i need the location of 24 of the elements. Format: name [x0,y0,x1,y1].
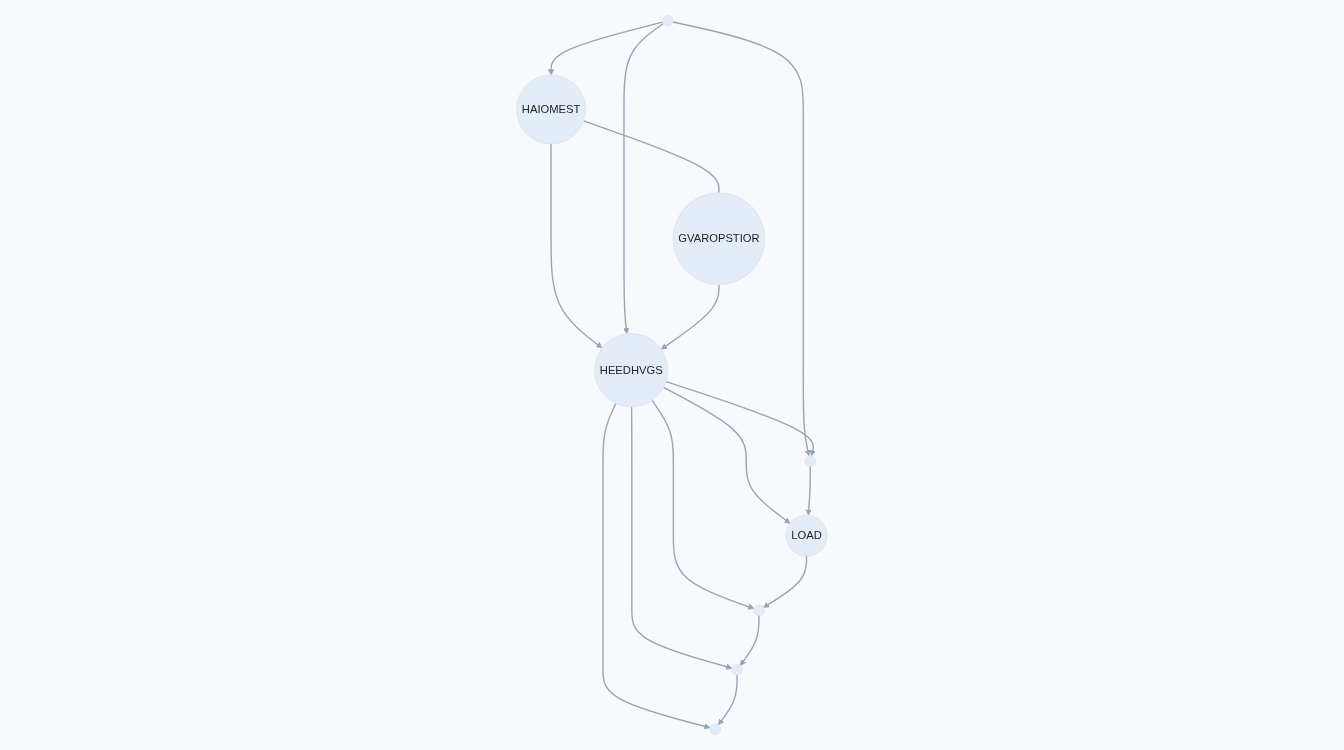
arrow [718,674,738,726]
node-circle [753,604,765,616]
arrow [763,555,808,608]
arrow [661,283,720,350]
arrow [623,23,665,335]
node-circle [709,723,722,735]
arrow [665,380,816,457]
arrow [663,386,791,524]
node-circle: LOAD [785,514,828,557]
node-circle [662,15,674,27]
arrow [805,465,812,516]
node-circle: GVAROPSTIOR [672,192,766,285]
node-circle: HAIOMEST [516,74,587,145]
node-circle [731,664,743,676]
arrow [548,21,664,76]
arrow [740,614,760,666]
arrow [602,402,711,730]
arrow [651,399,755,610]
connector [583,120,720,194]
arrow [550,143,603,349]
arrow [631,406,733,670]
arrow [672,21,811,457]
node-circle: HEEDHVGS [594,333,669,408]
node-circle [804,455,817,467]
